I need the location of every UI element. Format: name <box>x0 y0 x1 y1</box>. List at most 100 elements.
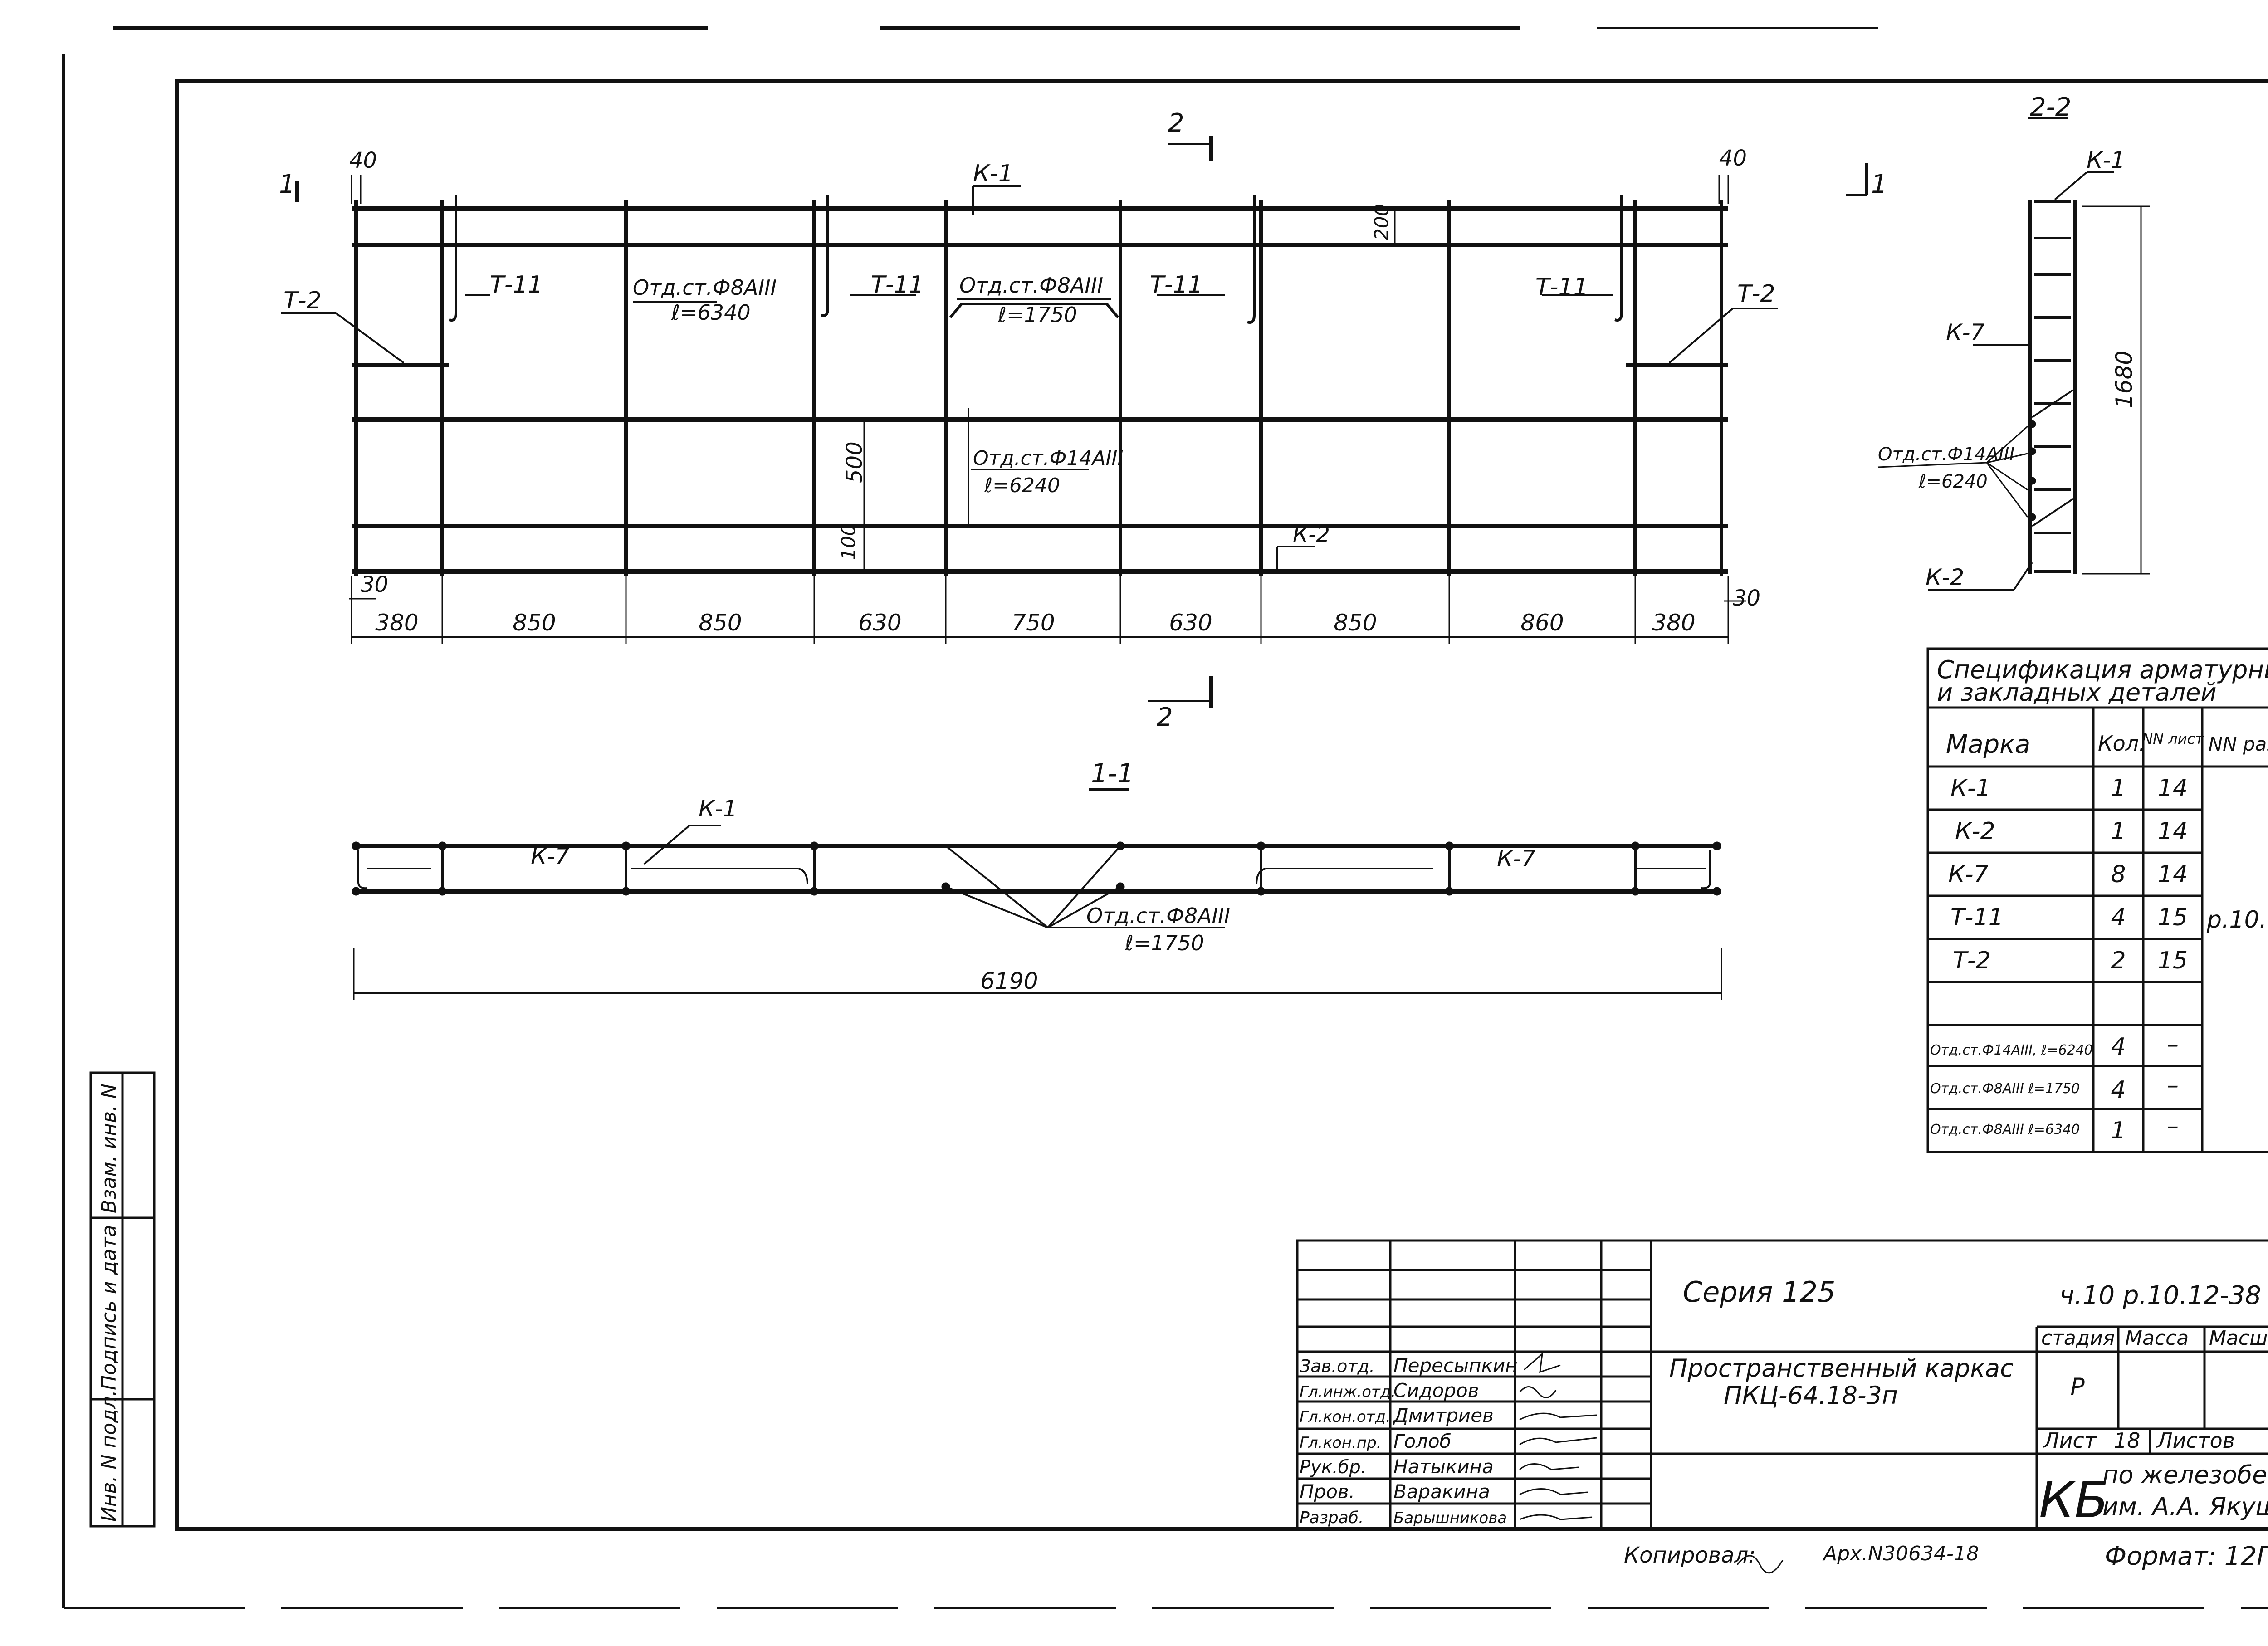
main-elevation-labels: 1 1 2 2 40 40 К-1 Т-2 Т-11 Т-11 Т-11 Т-1… <box>279 108 1887 732</box>
spec-row-4-qty: 4 <box>2111 904 2126 931</box>
spec-table <box>1926 647 2268 1153</box>
spec-row-7-sheet: – <box>2167 1031 2179 1058</box>
signature-7 <box>1519 1514 1593 1520</box>
callout-otd14-sec22: Отд.ст.Ф14АIII <box>1878 444 2014 465</box>
spec-row-4-mark: Т-11 <box>1950 904 2004 931</box>
spec-row-1-qty: 1 <box>2111 775 2126 802</box>
signature-5 <box>1519 1463 1579 1470</box>
spec-row-9-qty: 1 <box>2111 1117 2126 1144</box>
callout-l1750: ℓ=1750 <box>997 303 1077 327</box>
label-t11-4: Т-11 <box>1535 274 1589 301</box>
spec-row-2-sheet: 14 <box>2158 818 2188 845</box>
callout-l6240-sec22: ℓ=6240 <box>1918 471 1988 492</box>
spec-header-mark: Марка <box>1946 730 2030 759</box>
section-2-2-title: 2-2 <box>2030 93 2071 122</box>
spec-header-section: NN раздел <box>2209 733 2268 755</box>
person-5-role: Рук.бр. <box>1300 1457 1366 1478</box>
person-4-name: Голоб <box>1393 1430 1452 1452</box>
dim-1680: 1680 <box>2111 351 2137 408</box>
dim-40-left: 40 <box>349 148 377 173</box>
dim-3: 850 <box>699 610 742 636</box>
stamp-inv-orig: Инв. N подл. <box>98 1390 121 1522</box>
spec-row-1-mark: К-1 <box>1950 775 1991 802</box>
signature-2 <box>1519 1386 1557 1398</box>
section-1-right: 1 <box>1871 170 1887 199</box>
spec-row-5-qty: 2 <box>2111 947 2126 974</box>
person-4-role: Гл.кон.пр. <box>1300 1434 1381 1452</box>
spec-row-8-sheet: – <box>2167 1072 2179 1099</box>
spec-row-3-qty: 8 <box>2111 861 2126 888</box>
label-k2-main: К-2 <box>1293 522 1330 547</box>
label-k2-sec22: К-2 <box>1926 564 1964 591</box>
main-elevation <box>281 136 1868 708</box>
format-label: Формат: 12Г <box>2105 1542 2268 1571</box>
label-t11-1: Т-11 <box>490 271 543 298</box>
dim-1: 380 <box>375 610 418 636</box>
spec-row-7-qty: 4 <box>2111 1033 2126 1060</box>
person-1-role: Зав.отд. <box>1300 1356 1375 1376</box>
callout-otd8-1750: Отд.ст.Ф8АIII <box>959 273 1103 298</box>
title-name-1: Пространственный каркас <box>1669 1354 2014 1382</box>
spec-row-9-mark: Отд.ст.Ф8АIII ℓ=6340 <box>1930 1122 2080 1138</box>
archive-number: Арх.N30634-18 <box>1822 1542 1979 1565</box>
org-logo: КБ <box>2039 1471 2109 1529</box>
label-k1-sec11: К-1 <box>699 796 737 822</box>
signature-3 <box>1519 1412 1597 1421</box>
person-7-name: Барышникова <box>1393 1509 1507 1527</box>
label-k7-sec11-right: К-7 <box>1497 845 1536 872</box>
dim-8: 860 <box>1520 610 1564 636</box>
signature-4 <box>1519 1437 1597 1446</box>
title-name-2: ПКЦ-64.18-3п <box>1724 1381 1898 1410</box>
dim-2: 850 <box>513 610 556 636</box>
label-t11-3: Т-11 <box>1150 271 1203 298</box>
org-line-1: по железобетону <box>2102 1460 2268 1489</box>
dim-200: 200 <box>1370 204 1393 240</box>
title-code: ч.10 р.10.12-38 п <box>2059 1281 2268 1310</box>
callout-otd14-6240: Отд.ст.Ф14АIII <box>973 447 1123 470</box>
spec-header-qty: Кол. <box>2098 731 2146 756</box>
section-2-2-labels: 2-2 К-1 К-7 К-2 1680 Отд.ст.Ф14АIII ℓ=62… <box>1878 93 2137 591</box>
person-2-role: Гл.инж.отд. <box>1300 1383 1396 1401</box>
title-block-text: Серия 125 ч.10 р.10.12-38 п Пространстве… <box>1300 1275 2268 1571</box>
section-2-bottom: 2 <box>1157 703 1173 732</box>
dim-30-right: 30 <box>1733 586 1760 611</box>
side-stamp <box>89 1071 156 1528</box>
stamp-inv-replace: Взам. инв. N <box>98 1084 121 1213</box>
dim-500: 500 <box>842 441 867 483</box>
callout-otd8-6340: Отд.ст.Ф8АIII <box>633 275 777 300</box>
section-1-left: 1 <box>279 170 295 199</box>
spec-title-2: и закладных деталей <box>1937 678 2217 707</box>
stamp-sign-date: Подпись и дата <box>98 1225 121 1390</box>
frames <box>62 26 2268 1609</box>
org-line-2: им. А.А. Якушева <box>2102 1492 2268 1521</box>
person-1-name: Пересыпкин <box>1393 1354 1518 1377</box>
signature-1 <box>1524 1352 1561 1373</box>
title-series: Серия 125 <box>1683 1275 1835 1309</box>
title-stage-label: стадия <box>2041 1327 2115 1350</box>
title-scale-label: Масштаб <box>2209 1327 2268 1350</box>
spec-row-8-qty: 4 <box>2111 1076 2126 1104</box>
person-2-name: Сидоров <box>1393 1379 1479 1402</box>
dim-100: 100 <box>837 524 860 560</box>
dim-6: 630 <box>1169 610 1212 636</box>
spec-row-8-mark: Отд.ст.Ф8АIII ℓ=1750 <box>1930 1081 2080 1097</box>
spec-row-5-mark: Т-2 <box>1953 947 1991 974</box>
label-k7-sec11-left: К-7 <box>531 843 570 869</box>
person-3-name: Дмитриев <box>1393 1404 1494 1426</box>
person-3-role: Гл.кон.отд. <box>1300 1408 1391 1426</box>
title-sheet-value: 18 <box>2114 1428 2141 1453</box>
callout-l6340: ℓ=6340 <box>671 300 751 325</box>
section-2-2 <box>1877 117 2150 591</box>
dim-5: 750 <box>1012 610 1055 636</box>
spec-row-3-mark: К-7 <box>1948 861 1989 888</box>
label-t2-left: Т-2 <box>284 287 322 314</box>
spec-row-3-sheet: 14 <box>2158 861 2188 888</box>
bottom-dimension-labels: 380 850 850 630 750 630 850 860 380 <box>375 610 1695 636</box>
person-6-role: Пров. <box>1300 1480 1355 1503</box>
signature-copier <box>1736 1555 1784 1574</box>
spec-header-sheet: NN лист <box>2142 730 2204 747</box>
spec-row-7-mark: Отд.ст.Ф14АIII, ℓ=6240 <box>1930 1042 2093 1058</box>
label-t11-2: Т-11 <box>871 271 924 298</box>
spec-row-2-qty: 1 <box>2111 818 2126 845</box>
